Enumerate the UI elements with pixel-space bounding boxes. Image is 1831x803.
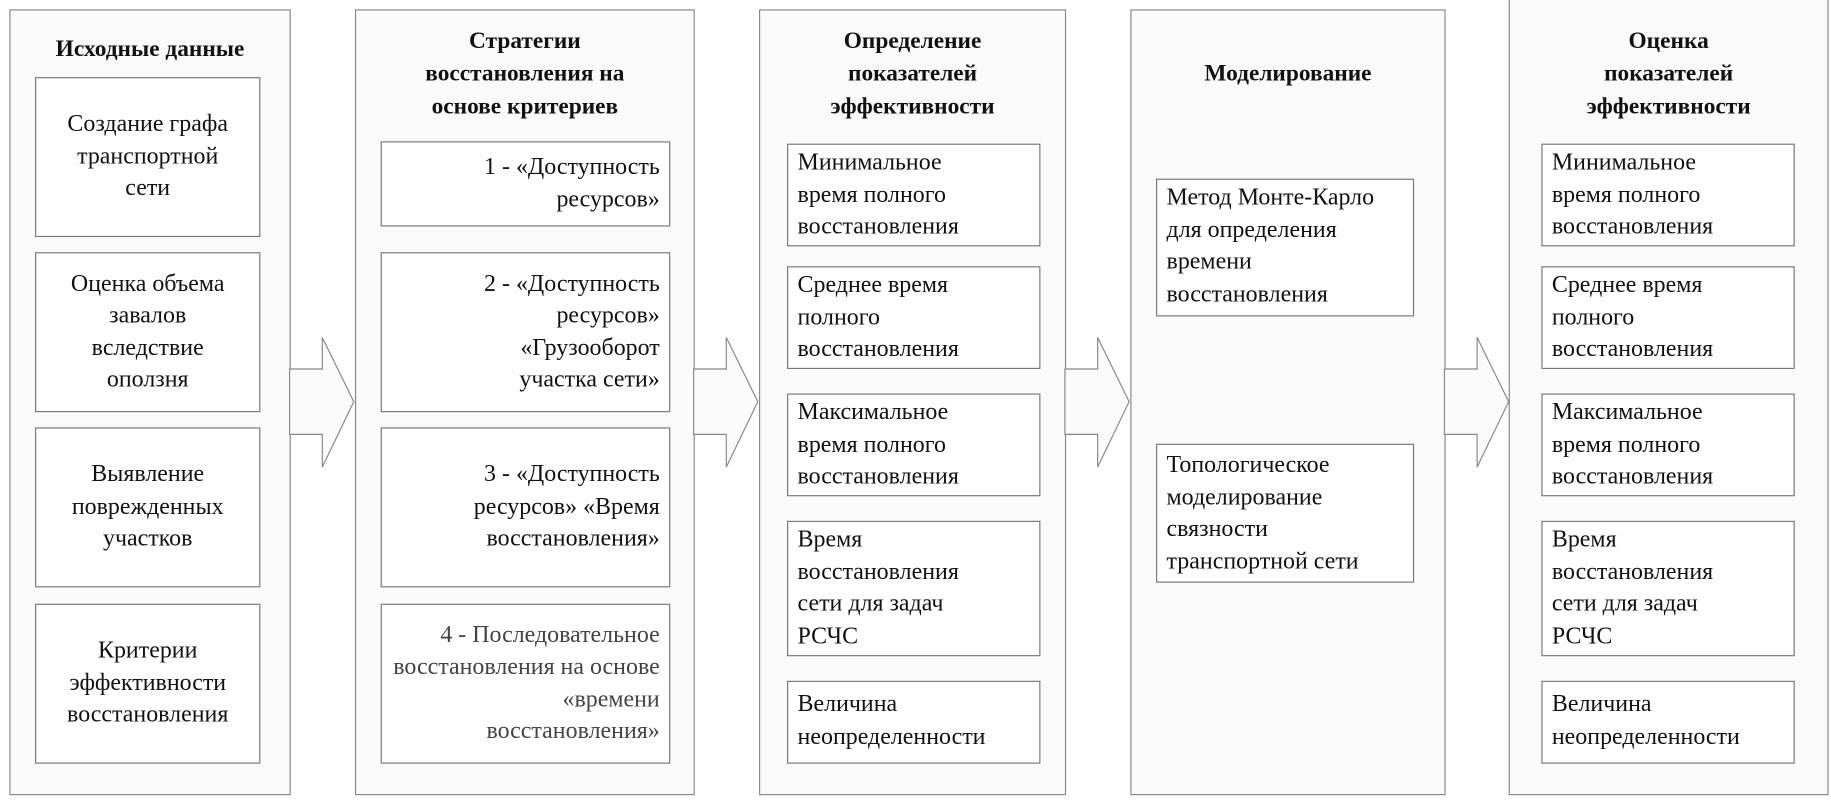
column-title: Моделирование [1204,60,1372,87]
arrow-right-icon [1064,337,1130,468]
box-strategy-4: 4 - Последовательное восстановления на о… [380,603,671,764]
column-title: Исходные данные [55,36,245,62]
box-strategy-3: 3 - «Доступность ресурсов» «Время восста… [380,427,671,588]
box-graph-creation: Создание графа транспортной сети [35,77,261,238]
box-max-time: Максимальное время полного восстановлени… [1541,393,1795,497]
box-uncertainty: Величина неопределенности [787,680,1041,764]
arrow-right-icon [289,337,355,468]
column-title: Определение показателей эффективности [830,28,995,120]
column-title: Стратегии восстановления на основе крите… [425,28,625,120]
box-damage-detection: Выявление поврежденных участков [35,427,261,588]
box-debris-estimate: Оценка объема завалов вследствие оползня [35,252,261,413]
box-avg-time: Среднее время полного восстановления [787,266,1041,369]
box-uncertainty: Величина неопределенности [1541,680,1795,764]
arrow-right-icon [1443,337,1510,468]
column-strategies: Стратегии восстановления на основе крите… [354,9,695,796]
box-monte-carlo: Метод Монте-Карло для определения времен… [1156,178,1415,317]
box-rschs-time: Время восстановления сети для задач РСЧС [787,520,1041,657]
column-source-data: Исходные данные Создание графа транспорт… [9,9,291,796]
box-strategy-1: 1 - «Доступность ресурсов» [380,141,671,227]
box-topological-modeling: Топологическое моделирование связности т… [1156,443,1415,583]
column-indicators-evaluation: Оценка показателей эффективности Минимал… [1508,0,1829,796]
box-rschs-time: Время восстановления сети для задач РСЧС [1541,520,1795,657]
column-modeling: Моделирование Метод Монте-Карло для опре… [1130,9,1446,796]
box-efficiency-criteria: Критерии эффективности восстановления [35,603,261,764]
box-avg-time: Среднее время полного восстановления [1541,266,1795,369]
box-max-time: Максимальное время полного восстановлени… [787,393,1041,497]
column-title: Оценка показателей эффективности [1586,28,1751,120]
box-strategy-2: 2 - «Доступность ресурсов» «Грузооборот … [380,252,671,413]
arrow-right-icon [693,337,759,468]
box-min-time: Минимальное время полного восстановления [787,143,1041,247]
column-indicators-definition: Определение показателей эффективности Ми… [759,9,1067,796]
box-min-time: Минимальное время полного восстановления [1541,143,1795,247]
